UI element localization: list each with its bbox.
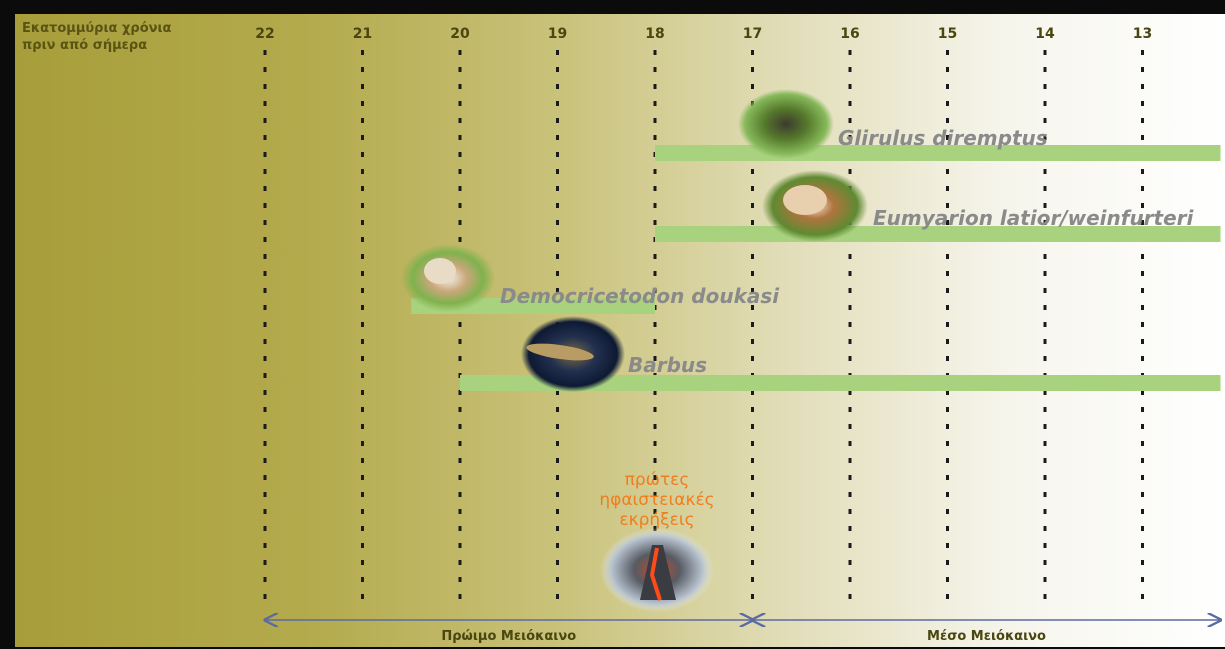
taxon-label-3: Democricetodon doukasi	[500, 284, 780, 308]
tick-label-22: 22	[255, 26, 274, 42]
epoch-label-2: Μέσο Μειόκαινο	[927, 629, 1046, 644]
tick-label-16: 16	[840, 26, 859, 42]
tick-label-21: 21	[353, 26, 372, 42]
tick-label-13: 13	[1133, 26, 1152, 42]
hamster-shape	[783, 185, 827, 215]
glirulus-image	[738, 89, 834, 159]
rodent-shape	[424, 258, 456, 284]
taxon-label-4: Barbus	[628, 353, 707, 377]
taxon-label-1: Glirulus diremptus	[838, 126, 1048, 150]
tick-label-19: 19	[548, 26, 567, 42]
tick-label-18: 18	[645, 26, 664, 42]
tick-label-15: 15	[938, 26, 957, 42]
epoch-label-1: Πρώιμο Μειόκαινο	[441, 629, 576, 644]
taxon-label-2: Eumyarion latior/weinfurteri	[873, 206, 1195, 230]
event-label-line-1: πρώτες	[625, 470, 690, 490]
tick-label-14: 14	[1035, 26, 1055, 42]
tick-label-17: 17	[743, 26, 762, 42]
event-label-line-2: ηφαιστειακές	[599, 490, 714, 510]
tick-label-20: 20	[450, 26, 470, 42]
event-label-line-3: εκρήξεις	[619, 510, 694, 530]
